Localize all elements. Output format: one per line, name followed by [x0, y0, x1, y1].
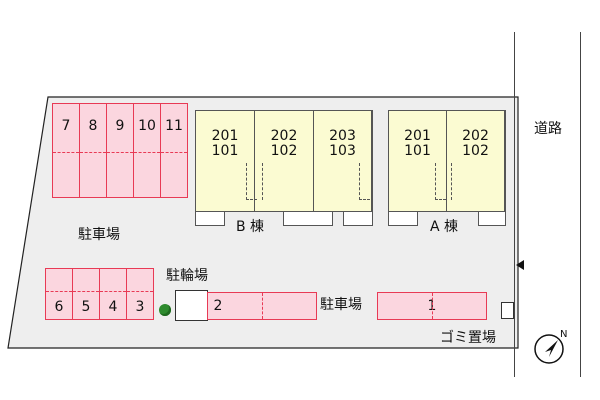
space-number: 10: [138, 118, 156, 134]
space-number: 2: [213, 298, 223, 314]
space-number: 6: [54, 299, 64, 315]
compass-north-letter: N: [560, 329, 567, 340]
space-number: 3: [135, 299, 145, 315]
unit-b-2: 202 102: [255, 111, 314, 211]
parking-space-1: 1: [377, 292, 487, 320]
balcony: [388, 211, 418, 226]
balcony: [478, 211, 506, 226]
unit-a-2: 202 102: [447, 111, 505, 211]
parking-space: 3: [126, 268, 154, 320]
stair-outline: [451, 163, 452, 200]
unit-upper-number: 202: [270, 128, 298, 144]
compass-icon: N: [534, 329, 567, 364]
balcony: [283, 211, 333, 226]
building-b-label: B 棟: [236, 219, 265, 235]
unit-upper-number: 201: [211, 128, 239, 144]
entrance-arrow-icon: [516, 260, 524, 270]
road-label: 道路: [534, 121, 562, 137]
parking-space: 4: [99, 268, 127, 320]
stair-outline: [359, 163, 370, 200]
bicycle-parking-label: 駐輪場: [166, 268, 208, 284]
parking-space: 11: [160, 103, 188, 198]
parking-space: 6: [45, 268, 73, 320]
road-far-line: [580, 32, 581, 377]
building-b: 201 101 202 102 203 103: [195, 110, 373, 212]
space-number: 1: [427, 298, 437, 314]
unit-upper-number: 203: [329, 128, 356, 144]
space-number: 5: [81, 299, 91, 315]
parking-row-bottom-left: 6 5 4 3: [45, 268, 157, 320]
stair-outline: [246, 163, 257, 200]
garbage-label: ゴミ置場: [440, 330, 496, 346]
garbage-box: [501, 302, 514, 319]
unit-upper-number: 202: [462, 128, 489, 144]
bicycle-parking-area: [175, 290, 208, 321]
building-a: 201 101 202 102: [388, 110, 506, 212]
balcony: [343, 211, 373, 226]
stair-outline: [262, 163, 263, 200]
unit-a-1: 201 101: [389, 111, 447, 211]
parking-space: 7: [52, 103, 80, 198]
balcony: [195, 211, 225, 226]
unit-b-1: 201 101: [196, 111, 255, 211]
parking-space: 9: [106, 103, 134, 198]
parking-space-2: 2: [207, 292, 317, 320]
unit-upper-number: 201: [404, 128, 431, 144]
parking-space: 10: [133, 103, 161, 198]
unit-lower-number: 101: [211, 143, 239, 159]
unit-lower-number: 103: [329, 143, 356, 159]
unit-lower-number: 101: [404, 143, 431, 159]
road-edge-line: [514, 32, 515, 377]
building-a-label: A 棟: [430, 219, 459, 235]
space-number: 4: [108, 299, 118, 315]
unit-lower-number: 102: [270, 143, 298, 159]
unit-b-3: 203 103: [314, 111, 372, 211]
stair-outline: [435, 163, 446, 200]
parking-space: 5: [72, 268, 100, 320]
space-number: 8: [88, 118, 98, 134]
parking-label-bottom: 駐車場: [320, 297, 362, 313]
space-number: 9: [115, 118, 125, 134]
space-number: 7: [61, 118, 71, 134]
space-number: 11: [165, 118, 183, 134]
unit-lower-number: 102: [462, 143, 489, 159]
parking-label-left: 駐車場: [78, 227, 120, 243]
parking-row-top: 7 8 9 10 11: [52, 103, 188, 198]
parking-space: 8: [79, 103, 107, 198]
tree-icon: [159, 304, 171, 316]
